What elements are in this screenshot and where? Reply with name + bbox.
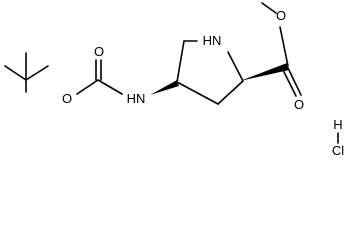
molecule-structure: O O HN HN O O H Cl [4, 2, 344, 157]
bond-ester-o-to-carbonyl-c [76, 79, 99, 95]
bond-methoxy-o-to-methyl [261, 2, 277, 14]
bond-carbonyl-c-to-nh [97, 79, 123, 95]
carbamate-nh-label: HN [127, 91, 146, 106]
bond-wedge-nh-to-c4 [150, 80, 179, 95]
bond-ring-n-c2 [227, 51, 244, 82]
bond-wedge-c2-to-ester-c [240, 63, 289, 81]
hcl-cl-label: Cl [332, 143, 344, 157]
carbamate-ester-o-label: O [62, 91, 72, 106]
bond-ring-c4-c3 [176, 81, 219, 105]
bond-ester-c-to-methoxy-o [279, 26, 289, 67]
carbamate-carbonyl-o-label: O [94, 44, 104, 59]
ring-nh-label: HN [203, 33, 222, 48]
bond-ester-c-o-double-b [282, 69, 297, 97]
bond-ester-c-o-double-a [287, 67, 302, 96]
bond-tbu-methyl-right [25, 65, 49, 81]
bond-ring-c3-c2 [217, 80, 244, 105]
ester-carbonyl-o-label: O [294, 97, 304, 112]
hcl-h-label: H [333, 117, 342, 132]
bond-ring-c4-c5 [176, 40, 185, 83]
bond-tbu-methyl-left [4, 65, 27, 81]
ester-methoxy-o-label: O [276, 8, 286, 23]
